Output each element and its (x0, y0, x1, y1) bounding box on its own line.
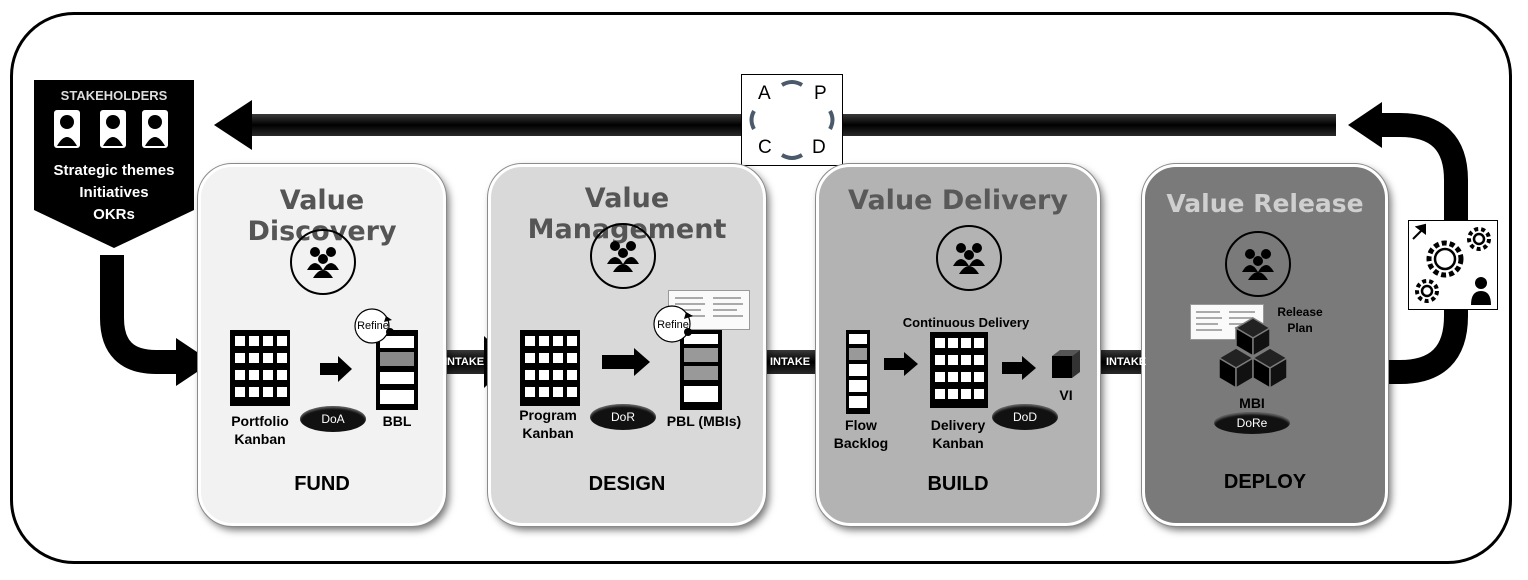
stage-title: Value Delivery (848, 185, 1068, 216)
stakeholders-line-1: Strategic themes (53, 162, 175, 179)
delivery-kanban-label: Delivery Kanban (930, 417, 986, 451)
vi-cube-icon (1052, 350, 1080, 378)
stakeholder-feed-arrowhead (176, 338, 212, 386)
person-icon (1471, 277, 1491, 305)
mbi-cubes-icon (1217, 317, 1289, 390)
refine-cycle-icon (653, 305, 693, 343)
doa-badge: DoA (300, 406, 366, 432)
gears-icon (1412, 223, 1491, 305)
phase-label: DESIGN (588, 473, 666, 495)
dor-badge: DoR (590, 404, 656, 430)
stakeholders-title: STAKEHOLDERS (60, 88, 168, 103)
person-icon (142, 110, 168, 148)
arrow-right-icon (1002, 356, 1036, 380)
refine-cycle-icon (354, 308, 394, 344)
operations-gears-panel (1408, 220, 1498, 310)
phase-label: BUILD (927, 473, 989, 495)
stakeholders-line-2: Initiatives (79, 184, 149, 201)
flow-backlog-icon (846, 330, 870, 414)
vi-label: VI (1059, 387, 1073, 403)
pbl-backlog-icon (680, 330, 722, 410)
refine-label: Refine (657, 319, 689, 331)
pbl-label: PBL (MBIs) (666, 413, 742, 429)
pdca-ring-icon (749, 80, 835, 160)
person-icon (54, 110, 80, 148)
team-icon (290, 229, 356, 295)
mbi-label: MBI (1239, 395, 1265, 411)
stakeholder-feed-path (100, 255, 180, 374)
stakeholders-panel: STAKEHOLDERS Strategic themes Initiative… (34, 80, 194, 248)
pdca-d: D (812, 137, 826, 158)
pdca-a: A (758, 83, 771, 104)
team-icon (590, 223, 656, 289)
phase-label: FUND (294, 473, 350, 495)
dod-badge: DoD (992, 404, 1058, 430)
pdca-c: C (758, 137, 772, 158)
intake-label-1: INTAKE (444, 356, 485, 368)
arrow-right-icon (320, 356, 352, 382)
portfolio-kanban-label: Portfolio Kanban (231, 413, 289, 447)
pdca-cycle: A P C D (741, 74, 843, 166)
bbl-backlog-icon (376, 330, 418, 410)
bbl-label: BBL (382, 413, 412, 429)
team-icon (936, 225, 1002, 291)
flow-backlog-label: Flow Backlog (833, 417, 889, 451)
release-plan-label: Release Plan (1277, 305, 1323, 335)
dore-badge: DoRe (1214, 412, 1290, 434)
deploy-return-arrowhead (1348, 102, 1382, 148)
intake-label-3: INTAKE (1106, 356, 1147, 368)
stakeholders-line-3: OKRs (93, 206, 135, 223)
refine-label: Refine (357, 320, 389, 332)
continuous-delivery-label: Continuous Delivery (902, 315, 1030, 330)
team-icon (1225, 231, 1291, 297)
phase-label: DEPLOY (1223, 471, 1307, 493)
delivery-kanban-icon (930, 332, 988, 408)
arrow-right-icon (602, 348, 650, 376)
stage-title: Value Release (1166, 189, 1364, 218)
intake-label-2: INTAKE (770, 356, 811, 368)
program-kanban-icon (520, 330, 580, 406)
arrow-up-right-icon (1412, 223, 1426, 240)
pdca-p: P (814, 83, 827, 104)
person-icon (100, 110, 126, 148)
portfolio-kanban-icon (230, 330, 290, 406)
stakeholder-icons (54, 110, 168, 148)
program-kanban-label: Program Kanban (519, 407, 577, 441)
arrow-right-icon (884, 352, 918, 376)
